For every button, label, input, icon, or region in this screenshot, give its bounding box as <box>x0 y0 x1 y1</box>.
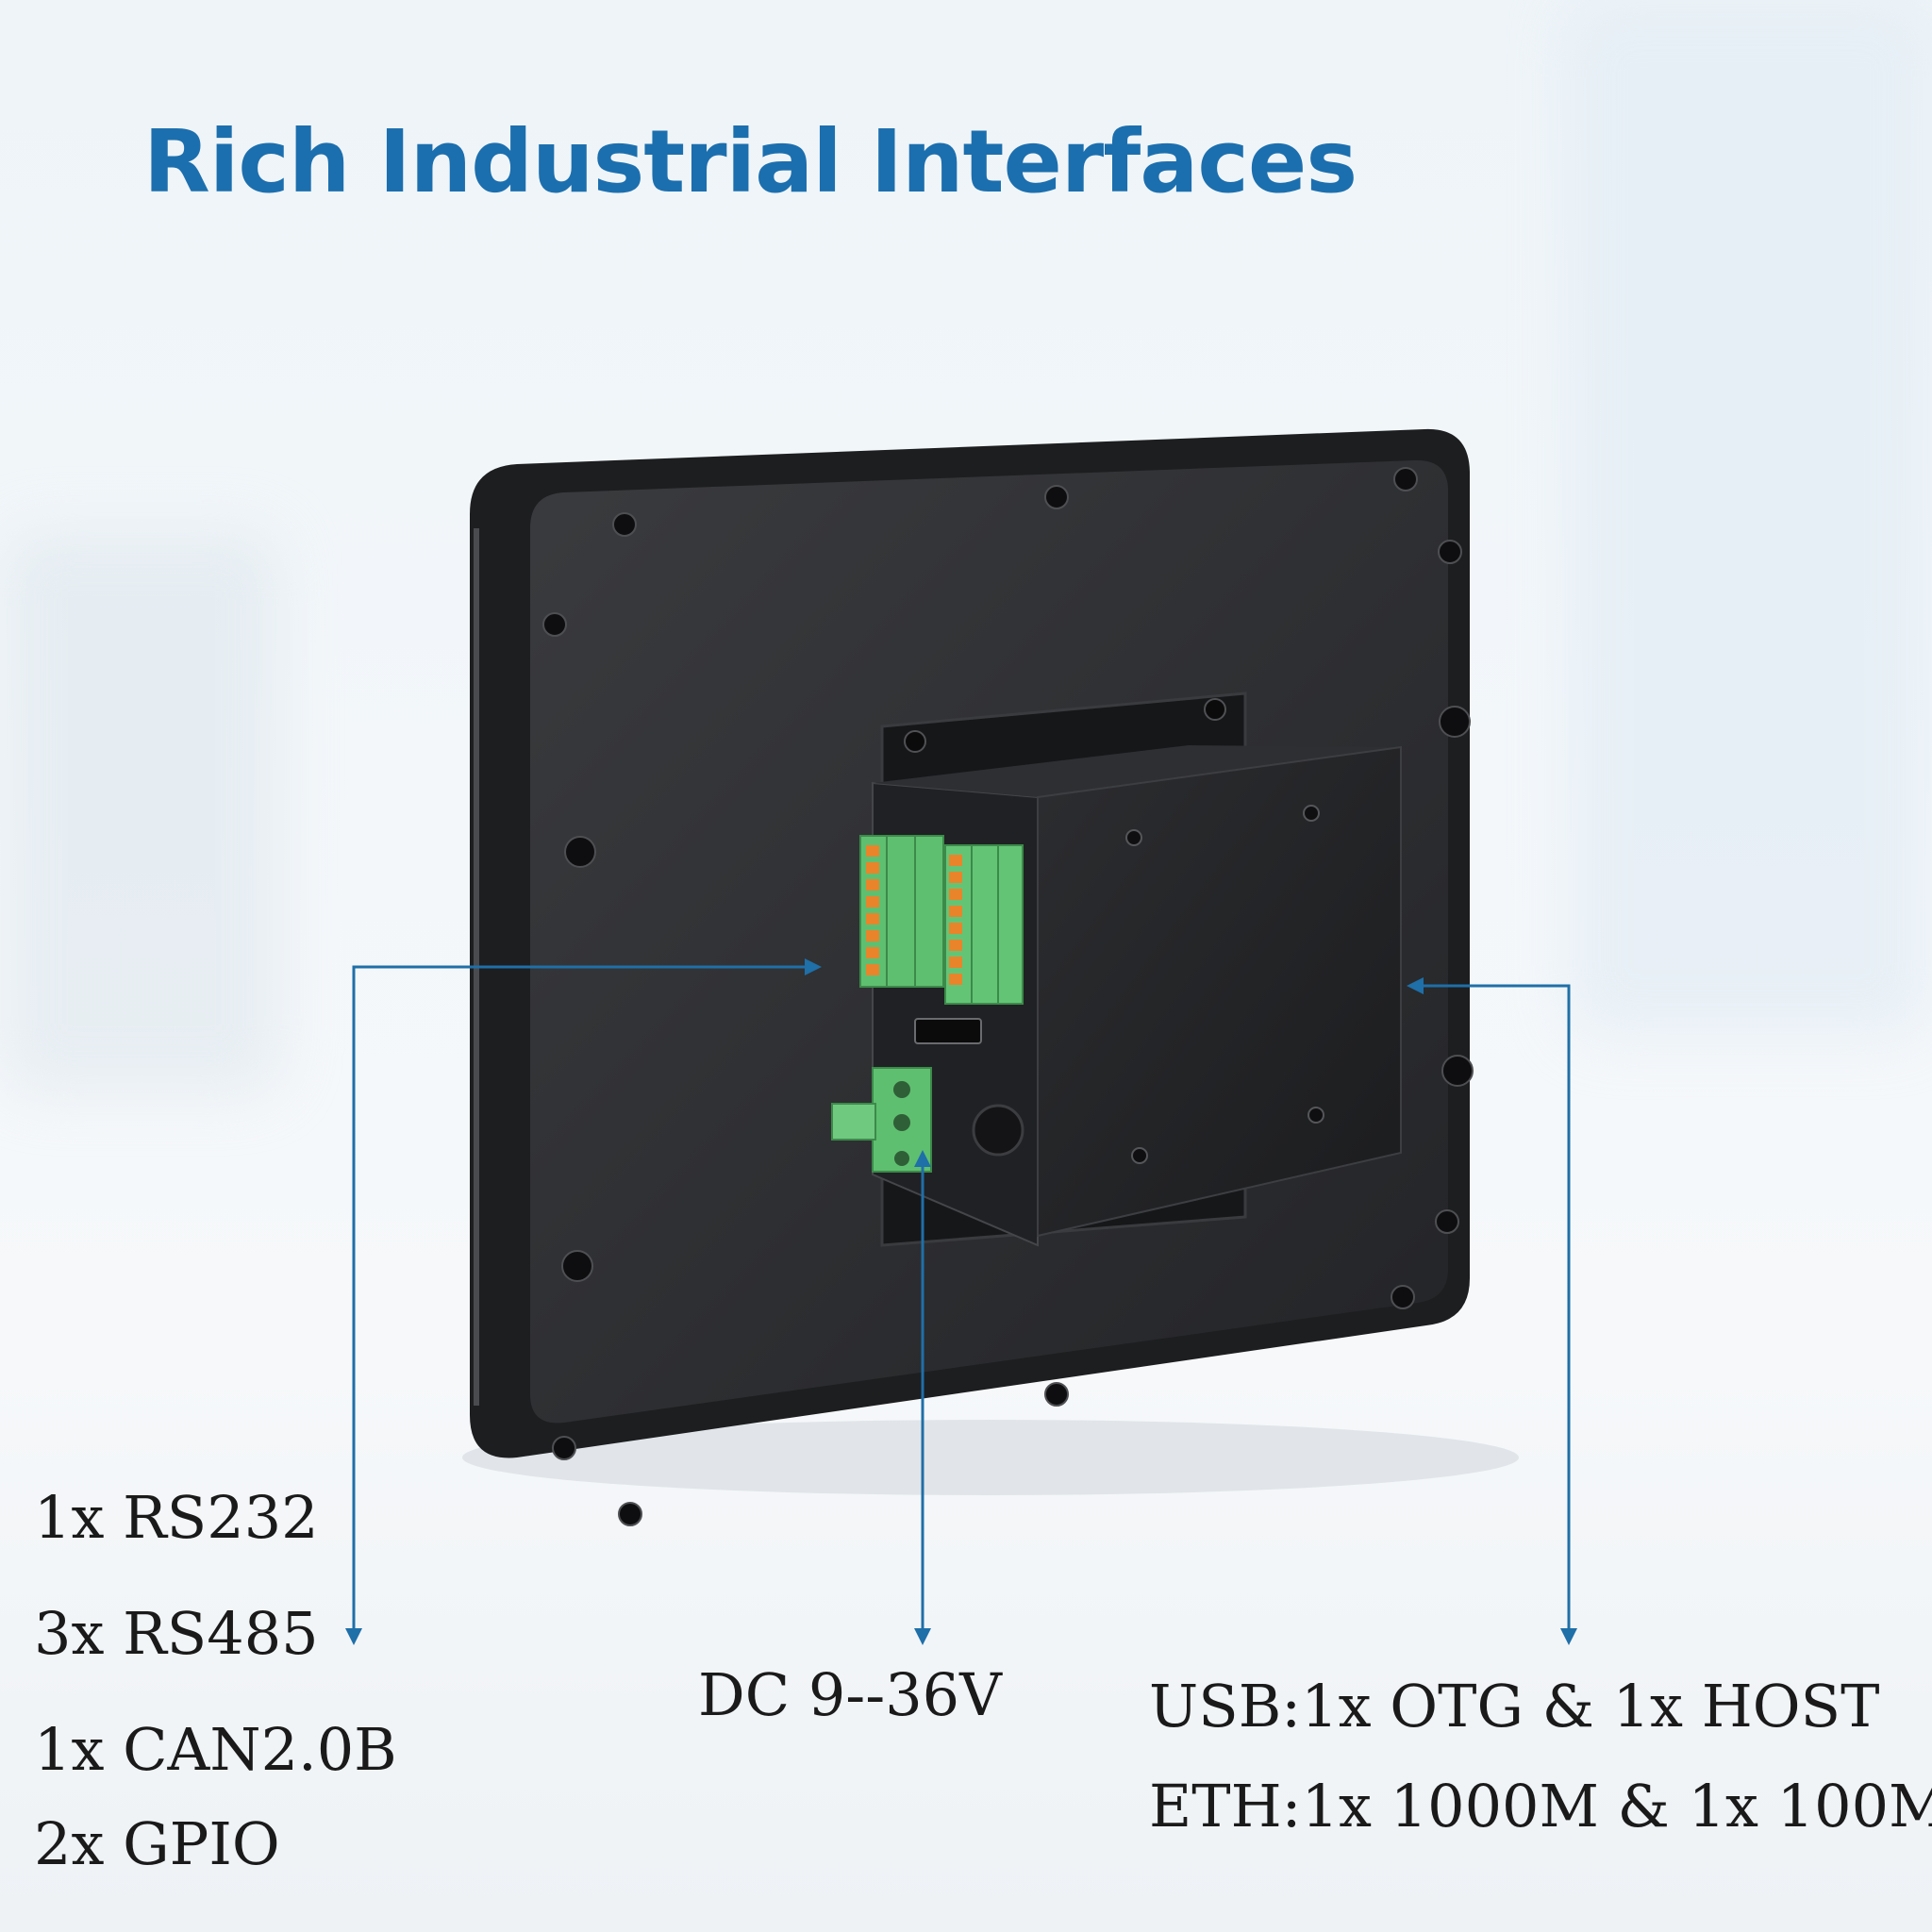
usb-port <box>914 1018 982 1044</box>
terminal-block-signals <box>859 835 1024 1005</box>
spec-eth: ETH:1x 1000M & 1x 100M <box>1149 1772 1932 1840</box>
spec-can: 1x CAN2.0B <box>34 1715 397 1784</box>
callout-lines <box>345 958 1577 1645</box>
bracket-screw <box>904 730 926 753</box>
background-window-light <box>1566 0 1932 1038</box>
spec-power: DC 9--36V <box>698 1660 1002 1729</box>
spec-rs232: 1x RS232 <box>34 1483 319 1552</box>
spec-rs485: 3x RS485 <box>34 1599 319 1668</box>
bracket-screw <box>1204 698 1226 721</box>
io-box-top <box>873 745 1401 797</box>
background-wall-shade <box>0 528 283 1094</box>
panel-screws <box>542 467 1474 1526</box>
power-button <box>972 1104 1024 1157</box>
io-box-screws <box>1125 805 1324 1164</box>
io-box-side <box>1037 745 1402 1238</box>
page-title: Rich Industrial Interfaces <box>143 111 1357 212</box>
terminal-block-power <box>831 1067 932 1173</box>
spec-gpio: 2x GPIO <box>34 1809 280 1878</box>
spec-usb: USB:1x OTG & 1x HOST <box>1149 1672 1880 1740</box>
